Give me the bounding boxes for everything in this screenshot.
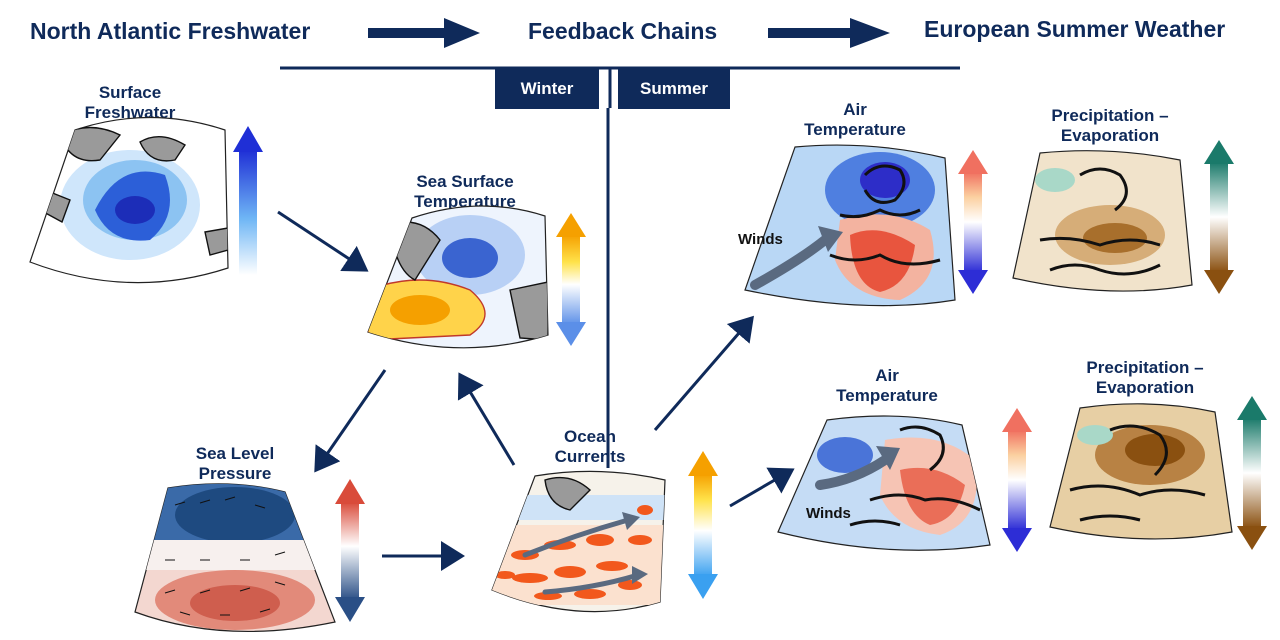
flow-arrow-currents-to-sst (457, 372, 516, 466)
winds-label-lower: Winds (806, 505, 851, 522)
header-arrow-right (768, 18, 890, 48)
map-air-temperature-lower (777, 415, 991, 551)
flow-arrow-currents-to-air-temp-upper (653, 315, 754, 431)
map-surface-freshwater (29, 116, 229, 284)
map-precip-evap-lower (1049, 403, 1233, 540)
scale-arrow-freshwater (233, 126, 263, 275)
scale-arrow-precip-evap-lower (1237, 396, 1267, 550)
scale-arrow-sst (556, 213, 586, 346)
scale-arrow-air-temperature-upper (958, 150, 988, 294)
scale-arrow-precip-evap-upper (1204, 140, 1234, 294)
header-european-summer-weather: European Summer Weather (924, 16, 1226, 42)
header-north-atlantic-freshwater: North Atlantic Freshwater (30, 18, 311, 44)
winds-label-upper: Winds (738, 231, 783, 248)
season-label-winter: Winter (495, 69, 599, 109)
scale-arrow-slp (335, 479, 365, 622)
flow-arrow-currents-to-air-temp-lower (729, 467, 795, 508)
map-sea-level-pressure (134, 483, 336, 633)
scale-arrow-ocean-currents (688, 451, 718, 599)
header-feedback-chains: Feedback Chains (528, 18, 718, 44)
season-label-summer: Summer (618, 69, 730, 109)
flow-arrow-freshwater-to-sst (277, 210, 369, 272)
map-sea-surface-temperature (367, 205, 549, 349)
label-precip-evap-lower: Precipitation –Evaporation (1086, 358, 1204, 397)
header-arrow-left (368, 18, 480, 48)
map-precip-evap-upper (1012, 150, 1193, 292)
scale-arrow-air-temperature-lower (1002, 408, 1032, 552)
map-ocean-currents (491, 470, 666, 613)
flow-arrow-sst-to-slp (314, 369, 387, 473)
map-air-temperature-upper (744, 144, 956, 307)
label-precip-evap-upper: Precipitation –Evaporation (1051, 106, 1169, 145)
